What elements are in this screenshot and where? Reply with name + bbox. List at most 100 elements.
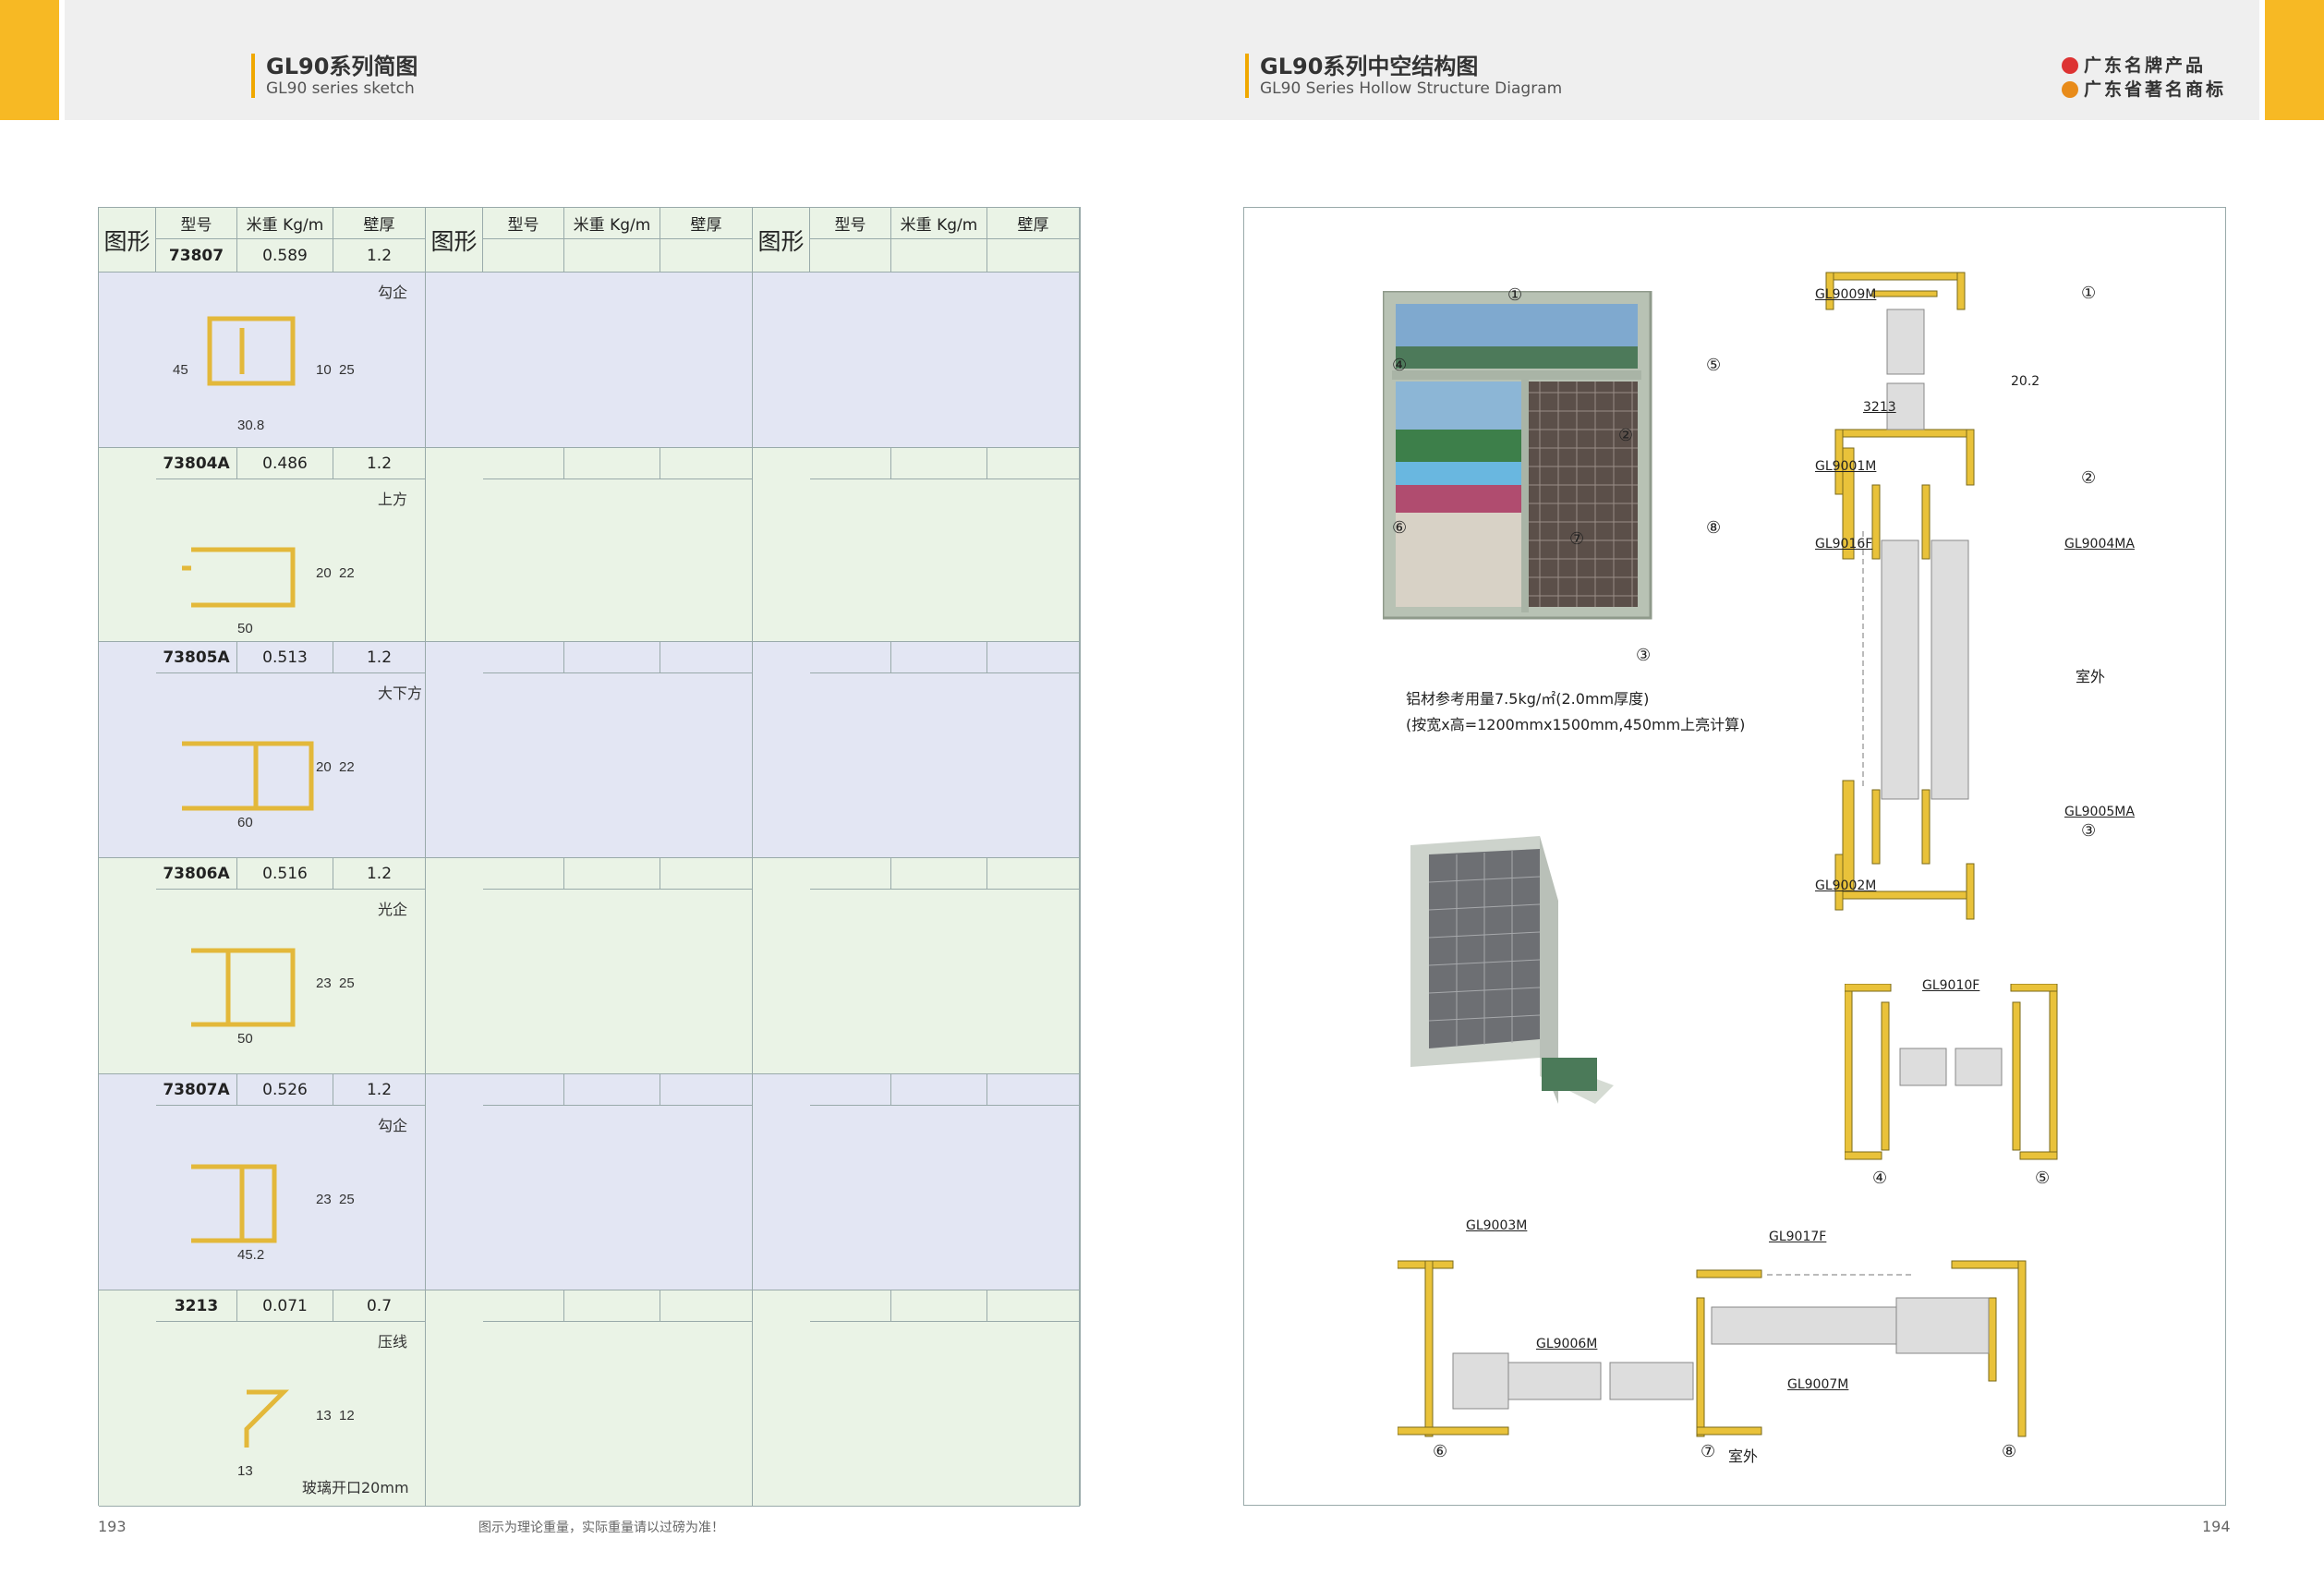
column-divider	[425, 448, 426, 642]
dimension-label: 30.8	[237, 418, 264, 433]
usage-line-2: (按宽x高=1200mmx1500mm,450mm上亮计算)	[1406, 716, 1746, 733]
column-divider	[752, 273, 753, 448]
row-3-weight: 0.516	[237, 858, 333, 890]
brand-row-1: 广东名牌产品	[2061, 54, 2226, 78]
label-gl9017f: GL9017F	[1769, 1230, 1827, 1244]
row-divider	[99, 1506, 1080, 1507]
right-title-en: GL90 Series Hollow Structure Diagram	[1260, 79, 1563, 98]
table-row-band	[99, 642, 1080, 858]
empty-cell	[810, 448, 891, 479]
dimension-label: 13	[316, 1408, 332, 1423]
label-gl9001m: GL9001M	[1815, 459, 1877, 474]
callout-5: ⑤	[2035, 1169, 2051, 1188]
empty-cell	[987, 642, 1080, 673]
empty-cell	[891, 642, 987, 673]
empty-cell	[987, 1074, 1080, 1106]
empty-cell	[891, 858, 987, 890]
dimension-label: 50	[237, 1031, 253, 1047]
callout-3: ③	[1636, 646, 1652, 665]
header-thickness: 壁厚	[333, 208, 426, 239]
page-number-right: 194	[2202, 1518, 2231, 1535]
brand-row-2: 广东省著名商标	[2061, 78, 2226, 102]
header-model: 型号	[483, 208, 564, 239]
label-gl9003m: GL9003M	[1466, 1218, 1528, 1233]
column-divider	[752, 1290, 753, 1507]
empty-cell	[810, 642, 891, 673]
vertical-section-drawing	[1825, 272, 1975, 920]
column-divider	[425, 208, 426, 273]
row-divider	[99, 447, 1080, 448]
row-5-thickness: 0.7	[333, 1290, 426, 1322]
empty-cell	[891, 448, 987, 479]
empty-cell	[660, 1074, 753, 1106]
usage-line-1: 铝材参考用量7.5kg/㎡(2.0mm厚度)	[1406, 690, 1650, 708]
callout-4: ④	[1872, 1169, 1888, 1188]
window-photo	[1383, 291, 1652, 620]
callout-6: ⑥	[1433, 1442, 1448, 1461]
right-tab-marker	[2265, 0, 2324, 120]
structure-diagram-panel: ① ④ ⑤ ② ⑥ ⑧ ⑦ ③ 铝材参考用量7.5kg/㎡(2.0mm厚度) (…	[1243, 207, 2226, 1506]
dimension-label: 45.2	[237, 1247, 264, 1263]
horizontal-section-drawing	[1398, 1260, 2027, 1437]
row-divider	[99, 857, 1080, 858]
row-divider	[99, 1073, 1080, 1074]
row-2-model: 73805A	[156, 642, 237, 673]
corner-section-render	[1410, 836, 1614, 1104]
column-divider	[425, 1074, 426, 1290]
empty-cell	[810, 239, 891, 273]
header-shape: 图形	[99, 208, 156, 273]
empty-cell	[564, 642, 660, 673]
column-divider	[1079, 858, 1080, 1074]
label-gl9010f: GL9010F	[1922, 978, 1980, 993]
left-tab-marker	[0, 0, 59, 120]
empty-cell	[564, 1074, 660, 1106]
row-1-weight: 0.486	[237, 448, 333, 479]
header-weight: 米重 Kg/m	[564, 208, 660, 239]
brand-badges: 广东名牌产品 广东省著名商标	[2061, 54, 2226, 102]
empty-cell	[483, 1074, 564, 1106]
row-divider	[99, 641, 1080, 642]
dimension-label: 20	[316, 759, 332, 775]
table-row-band	[99, 858, 1080, 1074]
dimension-label: 23	[316, 1192, 332, 1207]
empty-cell	[987, 239, 1080, 273]
empty-cell	[891, 1290, 987, 1322]
profile-name: 勾企	[378, 284, 408, 301]
column-divider	[752, 1074, 753, 1290]
empty-cell	[564, 239, 660, 273]
callout-4: ④	[1392, 356, 1408, 375]
row-4-model: 73807A	[156, 1074, 237, 1106]
profile-name: 大下方	[378, 684, 423, 702]
header-shape: 图形	[426, 208, 483, 273]
callout-2: ②	[2081, 468, 2097, 488]
left-title-en: GL90 series sketch	[266, 79, 415, 98]
label-gl9009m: GL9009M	[1815, 287, 1877, 302]
brand-text-1: 广东名牌产品	[2083, 55, 2206, 76]
empty-cell	[987, 858, 1080, 890]
callout-3: ③	[2081, 821, 2097, 841]
table-row-band	[99, 273, 1080, 448]
row-0-weight: 0.589	[237, 239, 333, 273]
column-divider	[1079, 1290, 1080, 1507]
empty-cell	[564, 448, 660, 479]
header-model: 型号	[810, 208, 891, 239]
column-divider	[425, 642, 426, 858]
empty-cell	[891, 1074, 987, 1106]
callout-1: ①	[2081, 284, 2097, 303]
dimension-label: 25	[339, 975, 355, 991]
profile-name: 上方	[378, 491, 408, 508]
callout-1: ①	[1507, 285, 1523, 305]
callout-7: ⑦	[1569, 529, 1585, 549]
row-1-model: 73804A	[156, 448, 237, 479]
glass-opening-note: 玻璃开口20mm	[302, 1479, 409, 1496]
column-divider	[752, 858, 753, 1074]
row-5-model: 3213	[156, 1290, 237, 1322]
row-4-thickness: 1.2	[333, 1074, 426, 1106]
dimension-label: 12	[339, 1408, 355, 1423]
right-section-title: GL90系列中空结构图 GL90 Series Hollow Structure…	[1245, 54, 1562, 98]
header-shape: 图形	[753, 208, 810, 273]
column-divider	[425, 858, 426, 1074]
profile-name: 光企	[378, 901, 408, 918]
